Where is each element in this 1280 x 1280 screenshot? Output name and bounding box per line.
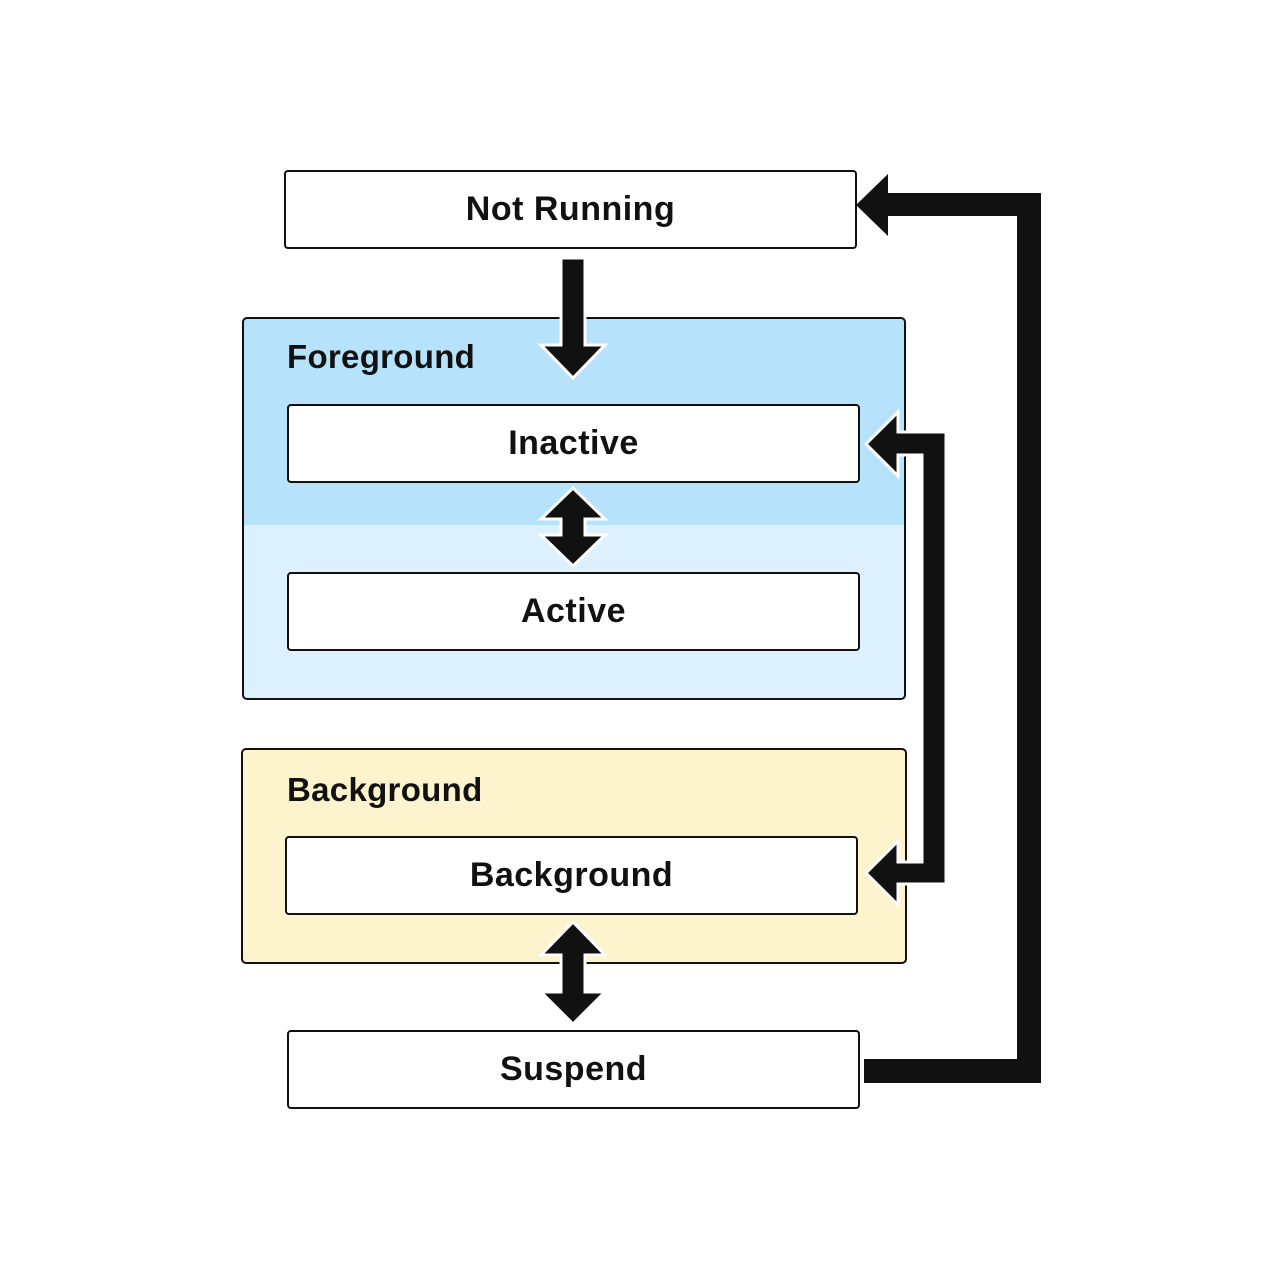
background-group-title: Background [287,771,483,808]
state-background: Background [285,836,858,915]
foreground-group-title: Foreground [287,338,476,375]
state-suspend: Suspend [287,1030,860,1109]
state-not-running: Not Running [284,170,857,249]
state-active: Active [287,572,860,651]
state-inactive: Inactive [287,404,860,483]
